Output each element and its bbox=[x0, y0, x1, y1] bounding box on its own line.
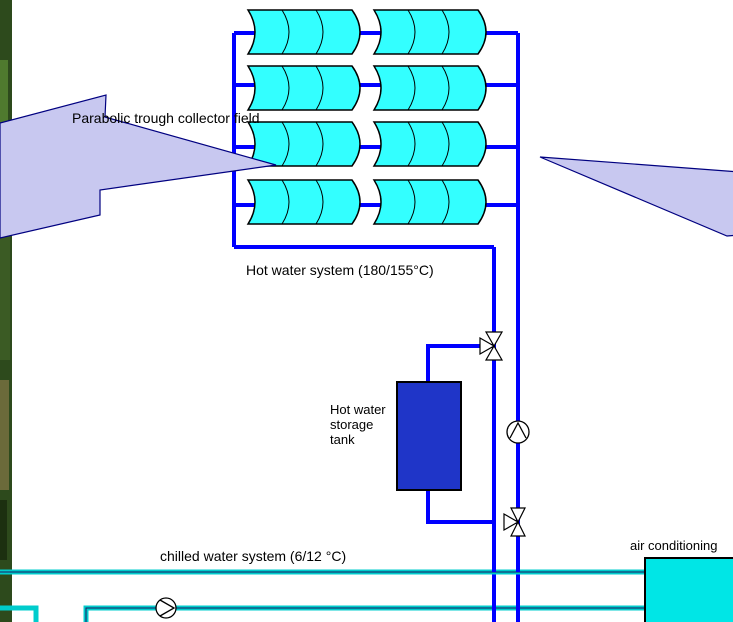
collector-segment-lines bbox=[281, 9, 450, 225]
chilled-water-piping bbox=[0, 569, 645, 622]
dashed-return-lines bbox=[492, 560, 520, 622]
collector-row-2 bbox=[246, 65, 487, 111]
collector-field-piping bbox=[232, 31, 520, 620]
collector-row-3 bbox=[246, 121, 487, 167]
pump-hot-water bbox=[506, 420, 530, 444]
callout-right bbox=[539, 156, 733, 237]
air-conditioning-unit bbox=[644, 557, 733, 622]
parabolic-trough-collectors bbox=[246, 9, 487, 225]
valve-upper bbox=[479, 331, 504, 361]
label-collector-field: Parabolic trough collector field bbox=[72, 110, 260, 126]
valve-lower bbox=[503, 507, 526, 537]
collector-row-4 bbox=[246, 179, 487, 225]
label-air-conditioning: air conditioning bbox=[630, 538, 718, 553]
pump-chilled-water bbox=[155, 597, 177, 619]
storage-tank-piping bbox=[426, 344, 494, 524]
callout-left bbox=[0, 94, 277, 239]
label-chilled-water-system: chilled water system (6/12 °C) bbox=[160, 548, 347, 564]
hot-water-storage-tank bbox=[396, 381, 462, 491]
label-hot-water-system: Hot water system (180/155°C) bbox=[246, 262, 434, 278]
background-photo-left bbox=[0, 0, 12, 622]
label-storage-tank: Hot water storage tank bbox=[330, 402, 386, 447]
collector-row-1 bbox=[246, 9, 487, 55]
